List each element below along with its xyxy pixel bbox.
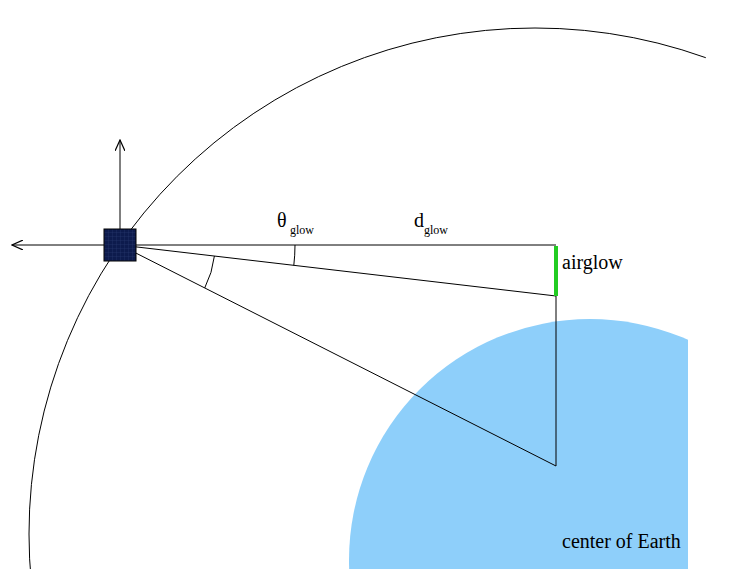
satellite-symbol — [104, 229, 136, 261]
angle-arc — [205, 256, 215, 288]
angle-arc — [294, 245, 295, 265]
horizontal-line — [120, 245, 556, 246]
airglow-line — [120, 245, 556, 296]
earth-disc — [349, 319, 688, 569]
airglow-label: airglow — [562, 252, 623, 272]
orbit-circle — [29, 28, 706, 569]
airglow-segment — [554, 246, 558, 296]
center-line — [120, 245, 556, 466]
distance-subscript: glow — [424, 224, 448, 236]
angle-symbol: θ — [277, 210, 287, 230]
vertical-line — [556, 296, 557, 466]
earth-center-label: center of Earth — [562, 531, 681, 551]
angle-subscript: glow — [290, 224, 314, 236]
distance-symbol: d — [414, 210, 424, 230]
